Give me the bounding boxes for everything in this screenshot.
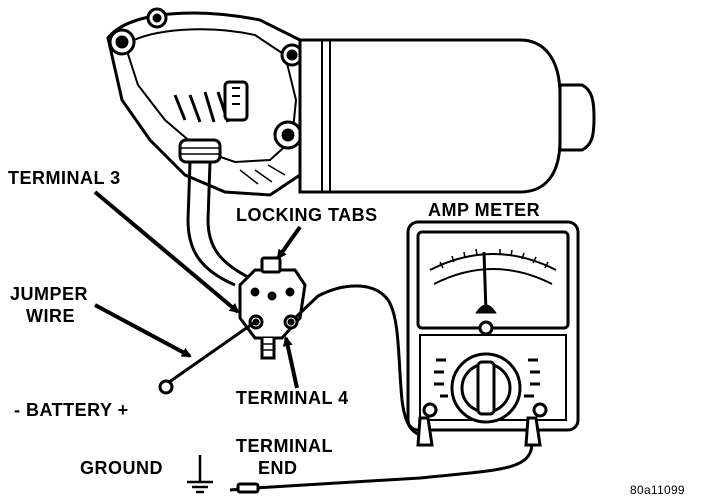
label-wire: WIRE: [26, 306, 75, 326]
wiper-motor: [106, 7, 596, 197]
label-terminal-3: TERMINAL 3: [8, 168, 121, 188]
label-terminal-end-line2: END: [258, 458, 298, 478]
ground-symbol: [187, 455, 213, 494]
label-terminal-end-line1: TERMINAL: [236, 436, 333, 456]
meter-lead-positive: [293, 284, 421, 437]
leader-arrows: [93, 190, 302, 389]
jumper-wire: [158, 320, 256, 395]
label-amp-meter: AMP METER: [428, 200, 541, 220]
label-locking-tabs: LOCKING TABS: [236, 205, 378, 225]
connector: [238, 256, 307, 360]
meter-leads: [229, 416, 542, 494]
amp-meter-body: [406, 220, 580, 432]
wire-harness: [186, 161, 251, 287]
label-battery: - BATTERY +: [14, 400, 129, 420]
label-ground: GROUND: [80, 458, 163, 478]
label-terminal-4: TERMINAL 4: [236, 388, 349, 408]
figure-id: 80a11099: [630, 483, 685, 497]
label-jumper: JUMPER: [10, 284, 89, 304]
